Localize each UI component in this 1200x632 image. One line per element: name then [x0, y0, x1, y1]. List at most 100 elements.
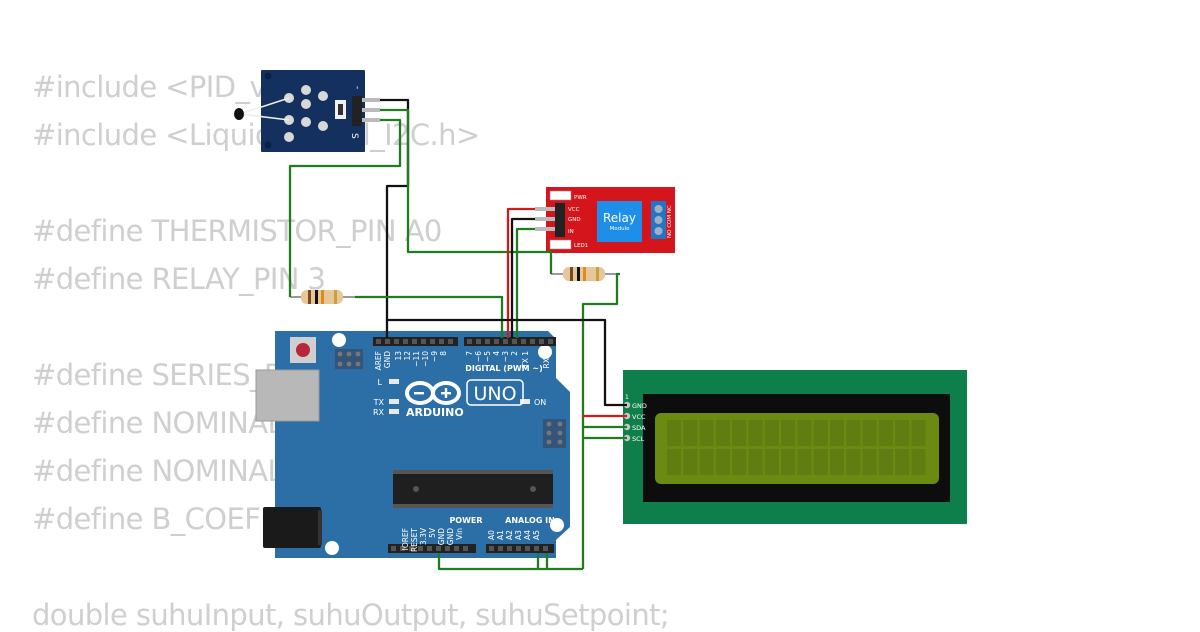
series-resistor[interactable] — [290, 290, 355, 304]
thermistor-pin-minus-label: - — [352, 86, 362, 89]
wire-green-relay-in — [515, 227, 535, 338]
arduino-uno-board[interactable]: L TX RX ON ARDUINO UNO DIGITAL (PWM ~) P… — [255, 331, 570, 558]
arduino-pin-label: ~5 — [483, 351, 492, 362]
wire-black-lcd-gnd — [387, 318, 627, 407]
relay-led1-label: LED1 — [574, 243, 588, 249]
lcd-pin-sda-label: SDA — [632, 424, 646, 432]
lcd-cell — [732, 420, 747, 446]
wire-black-thermistor-gnd — [380, 98, 410, 338]
lcd-cell — [830, 449, 844, 475]
wires — [288, 98, 627, 571]
lcd-cell — [715, 449, 730, 475]
arduino-pin-label: 12 — [403, 351, 412, 361]
thermistor-module[interactable]: - S — [234, 70, 380, 152]
lcd-cell — [683, 420, 698, 446]
arduino-pin-label: ~10 — [421, 351, 430, 367]
arduino-brand: ARDUINO — [406, 406, 464, 419]
code-line: #define THERMISTOR_PIN A0 — [32, 214, 442, 248]
lcd-cell — [878, 420, 893, 446]
arduino-pin-label: ~3 — [501, 351, 510, 362]
arduino-pin-label: 2 — [510, 351, 519, 356]
arduino-pin-label: TX 1 — [521, 351, 530, 369]
wire-green-thermistor-signal — [288, 118, 402, 297]
arduino-power-header: POWER — [449, 516, 482, 525]
code-line: double suhuInput, suhuOutput, suhuSetpoi… — [32, 598, 670, 632]
arduino-pin-label: RESET — [410, 528, 419, 552]
relay-module[interactable]: PWR LED1 VCC GND IN Relay Module NO COM … — [535, 187, 675, 253]
arduino-led-tx-label: TX — [373, 398, 385, 407]
lcd-cell — [895, 420, 910, 446]
relay-pin-gnd-label: GND — [568, 217, 581, 223]
lcd-i2c-display[interactable]: 1 GND VCC SDA SCL — [623, 370, 967, 524]
wire-red-relay-vcc — [506, 207, 535, 338]
relay-led-pwr-label: PWR — [574, 195, 587, 201]
arduino-on-label: ON — [534, 398, 546, 407]
lcd-cell — [667, 449, 681, 475]
arduino-pin-label: A1 — [496, 530, 505, 540]
arduino-pin-label: GND — [437, 528, 446, 545]
lcd-cell — [748, 449, 763, 475]
arduino-analog-header: ANALOG IN — [505, 516, 555, 525]
arduino-pin-label: A5 — [532, 530, 541, 540]
arduino-pin-label: 8 — [439, 351, 448, 356]
arduino-pin-label: A2 — [505, 530, 514, 540]
lcd-pin-vcc-label: VCC — [632, 413, 646, 421]
lcd-pin-scl-label: SCL — [632, 435, 645, 443]
wire-green-series-resistor — [355, 295, 504, 338]
thermistor-pin-s-label: S — [349, 133, 359, 139]
lcd-cell — [895, 449, 910, 475]
arduino-pin-label: 13 — [394, 351, 403, 361]
lcd-cell — [699, 449, 714, 475]
arduino-led-l-label: L — [378, 378, 383, 387]
wire-green-relay-resistor — [581, 272, 620, 569]
lcd-cell — [862, 449, 877, 475]
arduino-pin-label: 3.3V — [419, 527, 428, 545]
lcd-cell — [667, 420, 681, 446]
wire-black-relay-gnd — [510, 217, 535, 338]
arduino-pin-label: 5V — [428, 527, 437, 538]
relay-title: Relay — [603, 211, 636, 225]
relay-resistor[interactable] — [551, 267, 620, 281]
arduino-led-rx-label: RX — [373, 408, 385, 417]
relay-pin-in-label: IN — [568, 229, 574, 235]
arduino-pin-label: A3 — [514, 530, 523, 540]
lcd-cell — [846, 449, 861, 475]
arduino-pin-label: AREF — [374, 351, 383, 370]
arduino-pin-label: ~6 — [474, 351, 483, 362]
arduino-pin-label: Vin — [455, 528, 464, 540]
lcd-cell — [715, 420, 730, 446]
lcd-cell — [846, 420, 861, 446]
lcd-cell — [878, 449, 893, 475]
arduino-pin-label: GND — [383, 351, 392, 368]
arduino-digital-header: DIGITAL (PWM ~) — [465, 364, 543, 373]
lcd-cell — [699, 420, 714, 446]
lcd-cell — [797, 420, 812, 446]
lcd-cell — [764, 449, 779, 475]
lcd-cell — [911, 420, 926, 446]
lcd-cell — [781, 449, 796, 475]
wire-green-thermistor-vcc — [380, 108, 553, 274]
arduino-logo — [405, 381, 461, 405]
lcd-pin-gnd-label: GND — [632, 402, 647, 410]
lcd-cell — [813, 449, 828, 475]
arduino-pin-label: ~11 — [412, 351, 421, 367]
arduino-pin-label: RX 0 — [542, 351, 551, 369]
arduino-pin-label: 7 — [465, 351, 474, 356]
wire-green-analog-bottom — [437, 553, 583, 571]
code-line: #define RELAY_PIN 3 — [32, 262, 326, 296]
lcd-cell — [813, 420, 828, 446]
lcd-cell — [683, 449, 698, 475]
lcd-cell — [911, 449, 926, 475]
lcd-cell — [830, 420, 844, 446]
lcd-character-cells — [667, 420, 926, 475]
arduino-pin-label: ~9 — [430, 351, 439, 362]
relay-subtitle: Module — [610, 226, 631, 232]
lcd-cell — [732, 449, 747, 475]
arduino-pin-label: A4 — [523, 530, 532, 540]
arduino-pin-label: A0 — [487, 530, 496, 540]
arduino-model: UNO — [473, 383, 516, 405]
relay-pin-vcc-label: VCC — [568, 207, 580, 213]
